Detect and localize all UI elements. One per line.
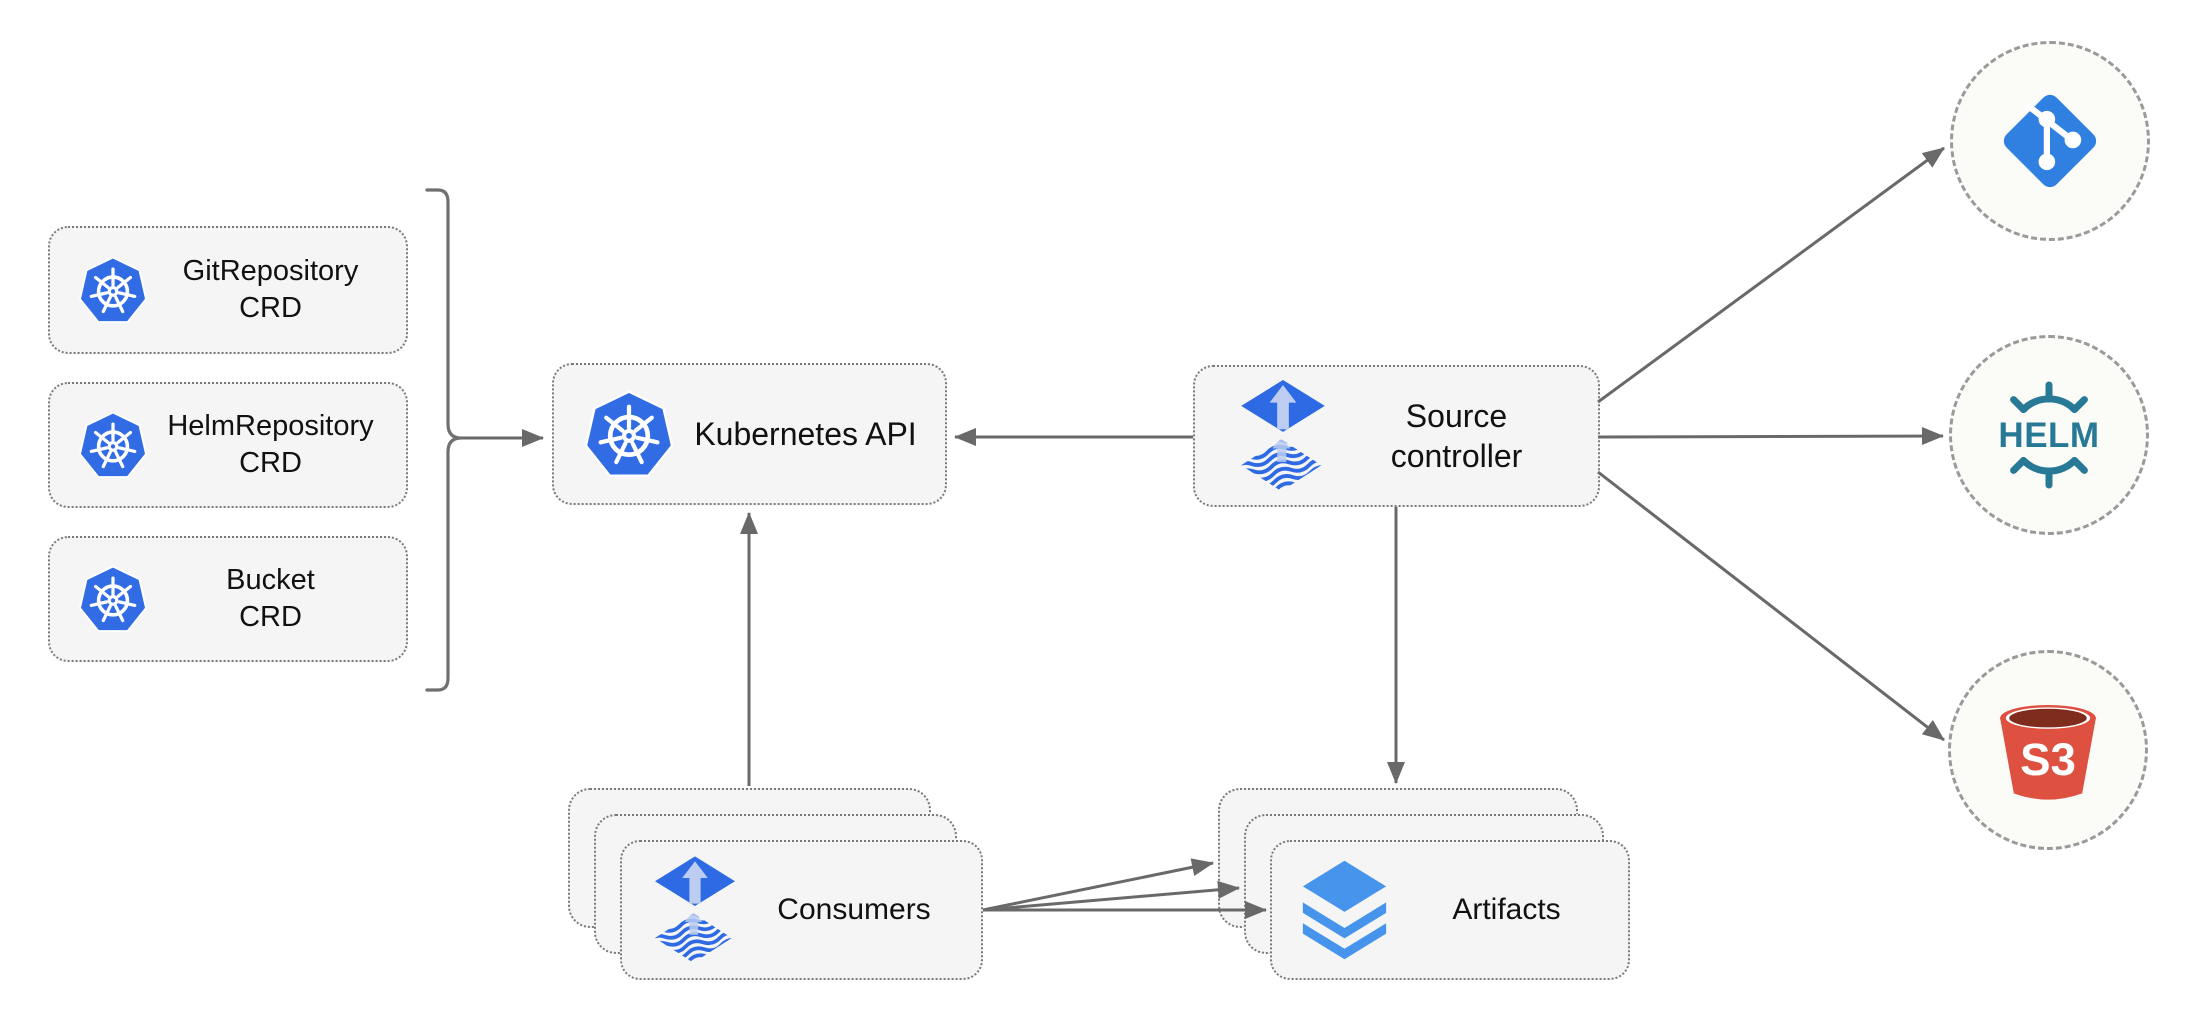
arrow-source-controller-to-s3 — [1597, 470, 1945, 742]
kubernetes-icon — [582, 387, 676, 481]
bucket-crd-label: Bucket CRD — [226, 564, 315, 633]
arrow-source-controller-to-helm — [1597, 427, 1944, 446]
s3-bucket-icon: S3 — [2000, 704, 2096, 800]
source-controller-label: Source controller — [1390, 398, 1523, 474]
node-source-controller: Source controller — [1193, 365, 1600, 507]
node-gitrepository-crd: GitRepository CRD — [48, 226, 408, 354]
external-helm-circle: HELM — [1949, 335, 2149, 535]
s3-text: S3 — [2020, 734, 2076, 785]
node-consumers: Consumers — [620, 840, 983, 980]
helmrepository-crd-label: HelmRepository CRD — [167, 410, 374, 479]
node-helmrepository-crd: HelmRepository CRD — [48, 382, 408, 508]
helm-text: HELM — [1998, 416, 2099, 455]
layers-icon — [1296, 857, 1393, 963]
kubernetes-api-label: Kubernetes API — [694, 416, 917, 452]
git-icon — [2003, 94, 2097, 188]
node-artifacts: Artifacts — [1270, 840, 1630, 980]
arrow-source-controller-to-git — [1597, 146, 1945, 404]
node-kubernetes-api: Kubernetes API — [552, 363, 947, 505]
flux-icon — [1241, 380, 1325, 492]
arrow-consumers-to-artifacts-1 — [982, 858, 1214, 912]
kubernetes-icon — [77, 409, 149, 481]
flux-icon — [655, 856, 735, 964]
kubernetes-icon — [77, 563, 149, 635]
kubernetes-icon — [77, 254, 149, 326]
arrow-consumers-to-artifacts-2 — [982, 880, 1240, 912]
consumers-label: Consumers — [777, 893, 931, 926]
helm-icon: HELM — [1998, 381, 2099, 489]
crd-group-bracket — [425, 188, 462, 692]
node-bucket-crd: Bucket CRD — [48, 536, 408, 662]
external-s3-circle: S3 — [1948, 650, 2148, 850]
gitrepository-crd-label: GitRepository CRD — [182, 255, 359, 324]
artifacts-label: Artifacts — [1452, 893, 1561, 926]
external-git-circle — [1950, 41, 2150, 241]
